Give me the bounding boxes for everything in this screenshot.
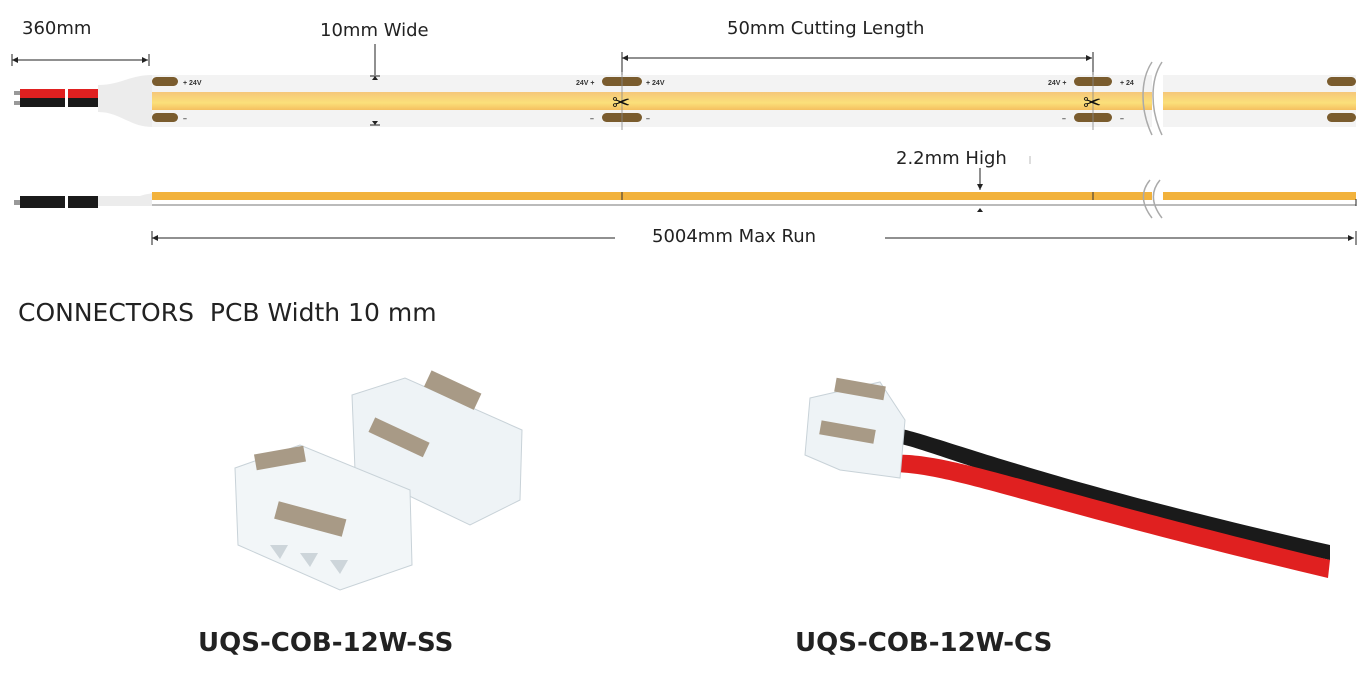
strip-top-view: + 24V – 24V + – + 24V – 24V + – + 24 – ✂… [14, 61, 1356, 136]
scissors-icon: ✂ [612, 90, 630, 115]
connector-ss-model: UQS-COB-12W-SS [198, 628, 454, 658]
lead-length-dimension: 360mm [11, 18, 150, 66]
pad-label: – [590, 116, 594, 123]
height-label: 2.2mm High [896, 148, 1007, 169]
led-band [152, 92, 1152, 110]
pad-label: + 24 [1120, 80, 1134, 87]
pad-label: + 24V [183, 80, 202, 87]
width-label: 10mm Wide [320, 20, 429, 41]
red-wire [20, 89, 65, 98]
connector-cs-model: UQS-COB-12W-CS [795, 628, 1053, 658]
strip-side-view: 2.2mm High [14, 148, 1357, 219]
max-run-dimension: 5004mm Max Run [151, 226, 1357, 247]
pad-label: 24V + [1048, 80, 1067, 87]
pad-label: – [646, 116, 650, 123]
connectors-heading: CONNECTORS PCB Width 10 mm [18, 298, 437, 327]
pad-label: 24V + [576, 80, 595, 87]
black-wire [20, 98, 65, 107]
pad-label: – [183, 116, 187, 123]
pad-label: – [1062, 116, 1066, 123]
pad-label: – [1120, 116, 1124, 123]
connector-ss-image [234, 370, 523, 591]
scissors-icon: ✂ [1083, 90, 1101, 115]
cutting-length-label: 50mm Cutting Length [727, 18, 924, 39]
cutting-length-dimension: 50mm Cutting Length [621, 18, 1094, 75]
lead-length-label: 360mm [22, 18, 91, 39]
end-cap [98, 75, 152, 127]
pad-label: + 24V [646, 80, 665, 87]
max-run-label: 5004mm Max Run [652, 226, 816, 247]
connector-cs-image [804, 377, 1330, 578]
